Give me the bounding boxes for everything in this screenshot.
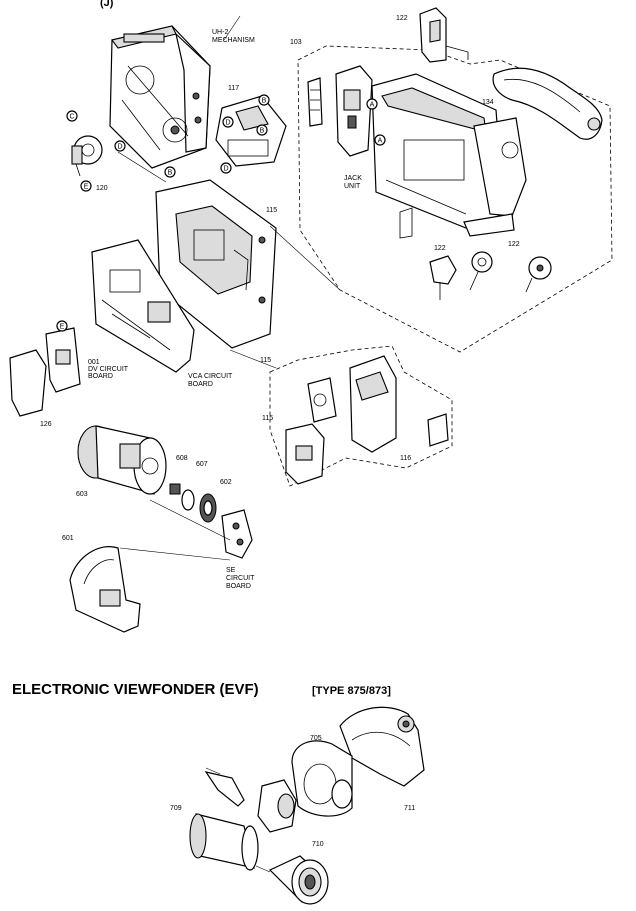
se-label-line3: BOARD: [226, 583, 251, 590]
part-number-126: 126: [40, 421, 52, 428]
vca-circuit-board: [91, 239, 195, 373]
part-number-115-mid: 115: [260, 357, 271, 364]
part-116-assembly: [307, 355, 449, 453]
part-number-001: 001: [88, 359, 100, 366]
mech-label-line1: UH-2: [212, 29, 228, 36]
uh2-mechanism: [109, 25, 211, 169]
part-709-cylinder: [189, 813, 259, 871]
part-number-115-top: 115: [266, 207, 277, 214]
evf-type: [TYPE 875/873]: [312, 685, 391, 697]
jack-unit: [307, 65, 373, 157]
part-number-115-low: 115: [262, 415, 273, 422]
part-number-117: 117: [228, 85, 239, 92]
callout-E1: E: [80, 180, 92, 192]
svg-text:E: E: [84, 184, 89, 191]
callout-B3: B: [164, 166, 176, 178]
part-number-608: 608: [176, 455, 188, 462]
callout-D3: D: [220, 162, 232, 174]
part-number-116: 116: [400, 455, 411, 462]
part-number-602: 602: [220, 479, 232, 486]
callout-D1: D: [222, 116, 234, 128]
callout-A1: A: [366, 98, 378, 110]
part-117-bracket: [215, 95, 287, 167]
part-603-lens: [77, 425, 167, 495]
evf-inner-assembly: [204, 771, 297, 833]
se-label-line1: SE: [226, 567, 236, 574]
part-115-frame: [155, 179, 277, 349]
part-120-assembly: [71, 135, 103, 177]
svg-text:D: D: [223, 166, 228, 173]
part-number-122-left: 122: [434, 245, 446, 252]
svg-text:E: E: [60, 324, 65, 331]
vca-label-line1: VCA CIRCUIT: [188, 373, 233, 380]
part-number-705: 705: [310, 735, 322, 742]
part-103-frame: [371, 73, 527, 237]
part-number-601: 601: [62, 535, 74, 542]
callout-D2: D: [114, 140, 126, 152]
header-fragment: (J): [100, 0, 114, 9]
svg-text:A: A: [378, 138, 383, 145]
part-number-103: 103: [290, 39, 302, 46]
dv-label-line2: BOARD: [88, 373, 113, 380]
callout-B2: B: [256, 124, 268, 136]
part-122-bottom-group: [399, 207, 552, 300]
mech-label-line2: MECHANISM: [212, 37, 255, 44]
part-number-120: 120: [96, 185, 108, 192]
part-number-607: 607: [196, 461, 208, 468]
se-label-line2: CIRCUIT: [226, 575, 255, 582]
part-number-710: 710: [312, 841, 324, 848]
part-number-709: 709: [170, 805, 182, 812]
dv-circuit-board: [45, 327, 81, 393]
jack-label-line1: JACK: [344, 175, 362, 182]
evf-title: ELECTRONIC VIEWFONDER (EVF): [12, 681, 259, 698]
part-122-top: [419, 7, 469, 63]
part-711-housing: [339, 706, 425, 787]
part-608: [169, 483, 181, 495]
svg-text:C: C: [69, 114, 74, 121]
part-607: [181, 489, 195, 511]
part-115-block: [285, 423, 325, 485]
dv-label-line1: DV CIRCUIT: [88, 366, 129, 373]
callout-A2: A: [374, 134, 386, 146]
part-602: [199, 493, 217, 523]
part-710-eyepiece: [268, 855, 329, 905]
part-number-603: 603: [76, 491, 88, 498]
part-126-plate: [9, 349, 47, 417]
svg-text:D: D: [225, 120, 230, 127]
svg-text:D: D: [117, 144, 122, 151]
se-circuit-board: [221, 509, 253, 559]
callout-C1: C: [66, 110, 78, 122]
part-number-122-top: 122: [396, 15, 408, 22]
svg-text:B: B: [262, 98, 267, 105]
part-number-134: 134: [482, 99, 494, 106]
callout-E2: E: [56, 320, 68, 332]
vca-label-line2: BOARD: [188, 381, 213, 388]
part-number-122-right: 122: [508, 241, 520, 248]
callout-B1: B: [258, 94, 270, 106]
svg-text:A: A: [370, 102, 375, 109]
svg-text:B: B: [168, 170, 173, 177]
svg-text:B: B: [260, 128, 265, 135]
part-705-frame: [291, 740, 353, 817]
part-601-cover: [69, 546, 141, 633]
part-134-strap: [492, 67, 603, 140]
jack-label-line2: UNIT: [344, 183, 361, 190]
part-number-711: 711: [404, 805, 415, 812]
